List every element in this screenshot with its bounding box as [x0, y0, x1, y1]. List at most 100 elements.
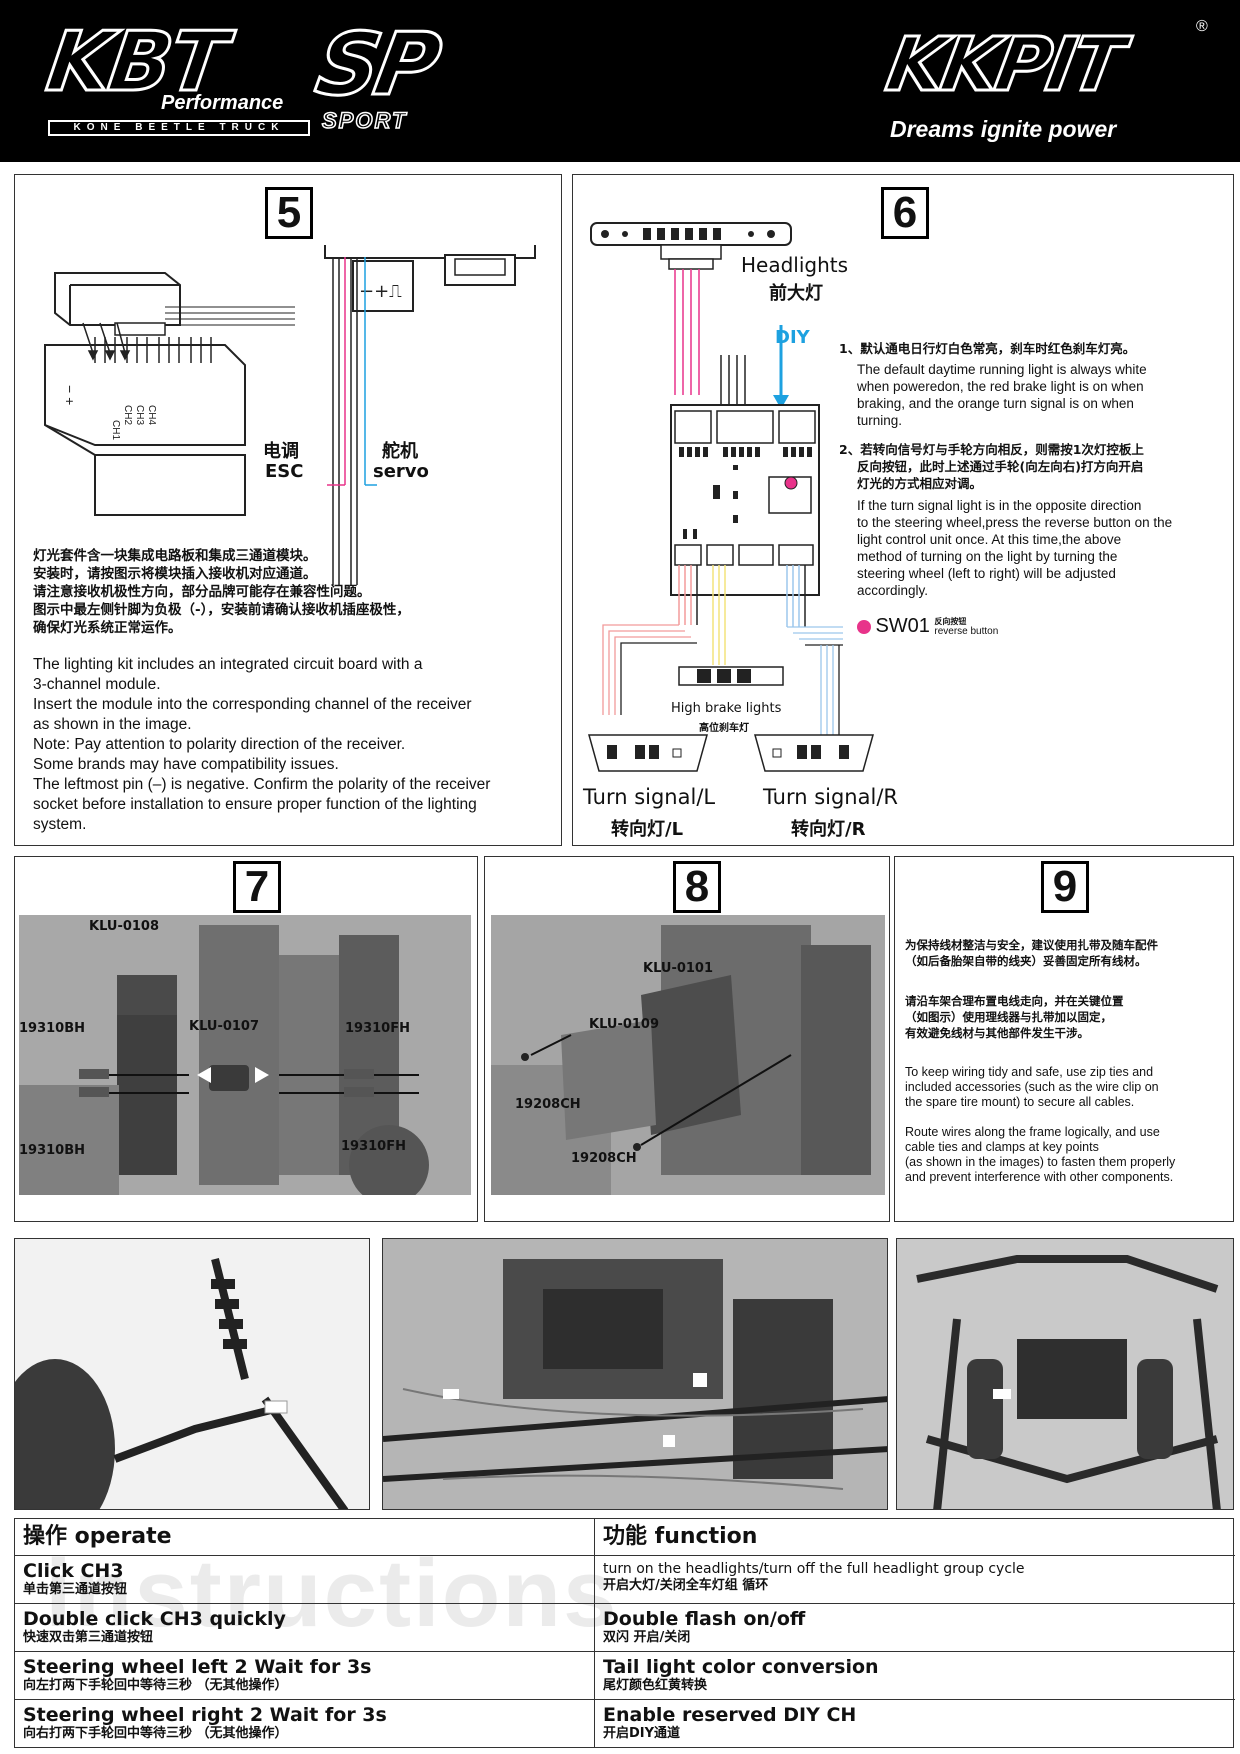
function-cell: Enable reserved DIY CH 开启DIY通道 — [595, 1700, 1235, 1747]
header-function-text: 功能 function — [603, 1524, 758, 1549]
kbt-performance-text: Performance — [161, 92, 284, 114]
op-en: Steering wheel right 2 Wait for 3s — [23, 1704, 387, 1726]
en-line: Route wires along the frame logically, a… — [905, 1125, 1160, 1139]
op-cn: 快速双击第三通道按钮 — [23, 1630, 154, 1645]
cn-line: 请沿车架合理布置电线走向，并在关键位置 — [905, 994, 1124, 1008]
cn-line: 确保灯光系统正常运作。 — [33, 620, 182, 636]
sp-logo: SP SPORT — [308, 14, 446, 134]
note2-cn: 2、若转向信号灯与手轮方向相反，则需按1次灯控板上 反向按钮，此时上述通过手轮(… — [839, 441, 1144, 492]
step5-text-en: The lighting kit includes an integrated … — [33, 655, 490, 835]
fn-cn: 开启DIY通道 — [603, 1726, 681, 1741]
en-line: Some brands may have compatibility issue… — [33, 756, 339, 773]
table-row: Steering wheel right 2 Wait for 3s 向右打两下… — [15, 1699, 1235, 1747]
sw01-legend: SW01 反向按钮 reverse button — [857, 615, 998, 637]
cn-line: （如后备胎架自带的线夹）妥善固定所有线材。 — [905, 954, 1147, 968]
part-19310fh-bottom: 19310FH — [341, 1139, 406, 1154]
sw01-label: SW01 — [875, 615, 930, 637]
part-klu-0109: KLU-0109 — [589, 1017, 660, 1032]
step6-panel: 6 — [572, 174, 1234, 846]
step7-number: 7 — [233, 861, 281, 913]
kbt-logo: KBT Performance KONE BEETLE TRUCK — [40, 14, 310, 136]
step7-illustration — [19, 915, 471, 1195]
servo-label-cn: 舵机 — [382, 441, 418, 462]
cn-line: 为保持线材整洁与安全，建议使用扎带及随车配件 — [905, 938, 1158, 952]
function-cell: Tail light color conversion 尾灯颜色红黄转换 — [595, 1652, 1235, 1699]
step9-number: 9 — [1041, 861, 1089, 913]
minus-plus-label: − + — [62, 385, 78, 405]
cn-line: 灯光套件含一块集成电路板和集成三通道模块。 — [33, 548, 317, 564]
fn-en: Double flash on/off — [603, 1608, 806, 1630]
step9-panel: 9 为保持线材整洁与安全，建议使用扎带及随车配件 （如后备胎架自带的线夹）妥善固… — [894, 856, 1234, 1222]
kbt-subtitle-bar: KONE BEETLE TRUCK — [48, 120, 310, 136]
cn-line: 图示中最左侧针脚为负极（-），安装前请确认接收机插座极性， — [33, 602, 410, 618]
en-line: (as shown in the images) to fasten them … — [905, 1155, 1176, 1169]
header-operate-text: 操作 operate — [23, 1524, 172, 1549]
function-table: instructions 操作 operate 功能 function Clic… — [14, 1518, 1235, 1748]
en-line: accordingly. — [857, 583, 929, 598]
header-function: 功能 function — [595, 1519, 1235, 1555]
rear-shock-photo — [896, 1238, 1234, 1510]
fn-en: Enable reserved DIY CH — [603, 1704, 857, 1726]
table-row: Steering wheel left 2 Wait for 3s 向左打两下手… — [15, 1651, 1235, 1699]
step7-photo — [19, 915, 471, 1195]
registered-mark: ® — [1196, 18, 1208, 35]
en-line: as shown in the image. — [33, 716, 192, 733]
en-line: turning. — [857, 413, 903, 428]
turn-signal-left-cn: 转向灯/L — [611, 819, 684, 840]
en-line: light control unit once. At this time,th… — [857, 532, 1122, 547]
note1-en: The default daytime running light is alw… — [857, 361, 1147, 429]
cn-line: 灯光的方式相应对调。 — [857, 476, 983, 491]
servo-label-en: servo — [373, 461, 429, 482]
step7-panel: 7 KLU-0108 19310BH KLU-0107 19310FH 1931… — [14, 856, 478, 1222]
en-line: braking, and the orange turn signal is o… — [857, 396, 1134, 411]
kkpit-logo: KKPIT — [879, 21, 1129, 110]
cn-line: （如图示）使用理线器与扎带加以固定， — [905, 1010, 1112, 1024]
part-19208ch-bottom: 19208CH — [571, 1151, 637, 1166]
step5-panel: 5 CH1 CH2 CH3 CH4 − + — [14, 174, 562, 846]
ch4-label: CH4 — [146, 405, 157, 425]
en-line: The lighting kit includes an integrated … — [33, 656, 423, 673]
table-row: Click CH3 单击第三通道按钮 turn on the headlight… — [15, 1555, 1235, 1603]
table-row: Double click CH3 quickly 快速双击第三通道按钮 Doub… — [15, 1603, 1235, 1651]
cn-line: 反向按钮，此时上述通过手轮(向左向右)打方向开启 — [857, 459, 1144, 474]
high-brake-label-cn: 高位刹车灯 — [699, 723, 749, 734]
sw01-en: reverse button — [934, 625, 999, 637]
cn-line: 请注意接收机极性方向，部分品牌可能存在兼容性问题。 — [33, 584, 371, 600]
step8-number: 8 — [673, 861, 721, 913]
high-brake-label-en: High brake lights — [671, 701, 782, 716]
op-en: Click CH3 — [23, 1560, 124, 1582]
frame-wiring-photo — [382, 1238, 888, 1510]
en-line: The leftmost pin (–) is negative. Confir… — [33, 776, 491, 793]
op-cn: 向右打两下手轮回中等待三秒 （无其他操作） — [23, 1726, 288, 1741]
en-line: 3-channel module. — [33, 676, 161, 693]
step6-number: 6 — [881, 187, 929, 239]
op-en: Steering wheel left 2 Wait for 3s — [23, 1656, 372, 1678]
en-line: and prevent interference with other comp… — [905, 1170, 1174, 1184]
turn-signal-right-en: Turn signal/R — [763, 785, 898, 809]
turn-signal-left-en: Turn signal/L — [583, 785, 716, 809]
en-line: included accessories (such as the wire c… — [905, 1080, 1159, 1094]
en-line: If the turn signal light is in the oppos… — [857, 498, 1142, 513]
turn-signal-right-cn: 转向灯/R — [791, 819, 866, 840]
receiver-diagram: CH1 CH2 CH3 CH4 − + −+⎍ — [44, 245, 536, 585]
sp-logo-text: SP — [308, 14, 446, 117]
diy-label: DIY — [775, 327, 810, 348]
right-turn-light-diagram — [754, 645, 874, 772]
function-cell: Double flash on/off 双闪 开启/关闭 — [595, 1604, 1235, 1651]
en-line: To keep wiring tidy and safe, use zip ti… — [905, 1065, 1154, 1079]
header-banner: KBT Performance KONE BEETLE TRUCK SP SPO… — [0, 0, 1240, 162]
cn-line: 安装时，请按图示将模块插入接收机对应通道。 — [33, 566, 317, 582]
step5-number: 5 — [265, 187, 313, 239]
rear-shock-illustration — [897, 1239, 1233, 1509]
sw01-cn: 反向按钮 — [934, 616, 967, 626]
cn-line: 有效避免线材与其他部件发生干涉。 — [905, 1026, 1089, 1040]
fn-cn: 双闪 开启/关闭 — [603, 1630, 691, 1645]
frame-wiring-illustration — [383, 1239, 887, 1509]
wire-clip-illustration — [15, 1239, 369, 1509]
slogan: Dreams ignite power — [890, 116, 1117, 142]
fn-cn: 开启大灯/关闭全车灯组 循环 — [603, 1578, 769, 1593]
en-line: the spare tire mount) to secure all cabl… — [905, 1095, 1135, 1109]
en-line: cable ties and clamps at key points — [905, 1140, 1099, 1154]
part-klu-0101: KLU-0101 — [643, 961, 714, 976]
op-cn: 单击第三通道按钮 — [23, 1582, 128, 1597]
